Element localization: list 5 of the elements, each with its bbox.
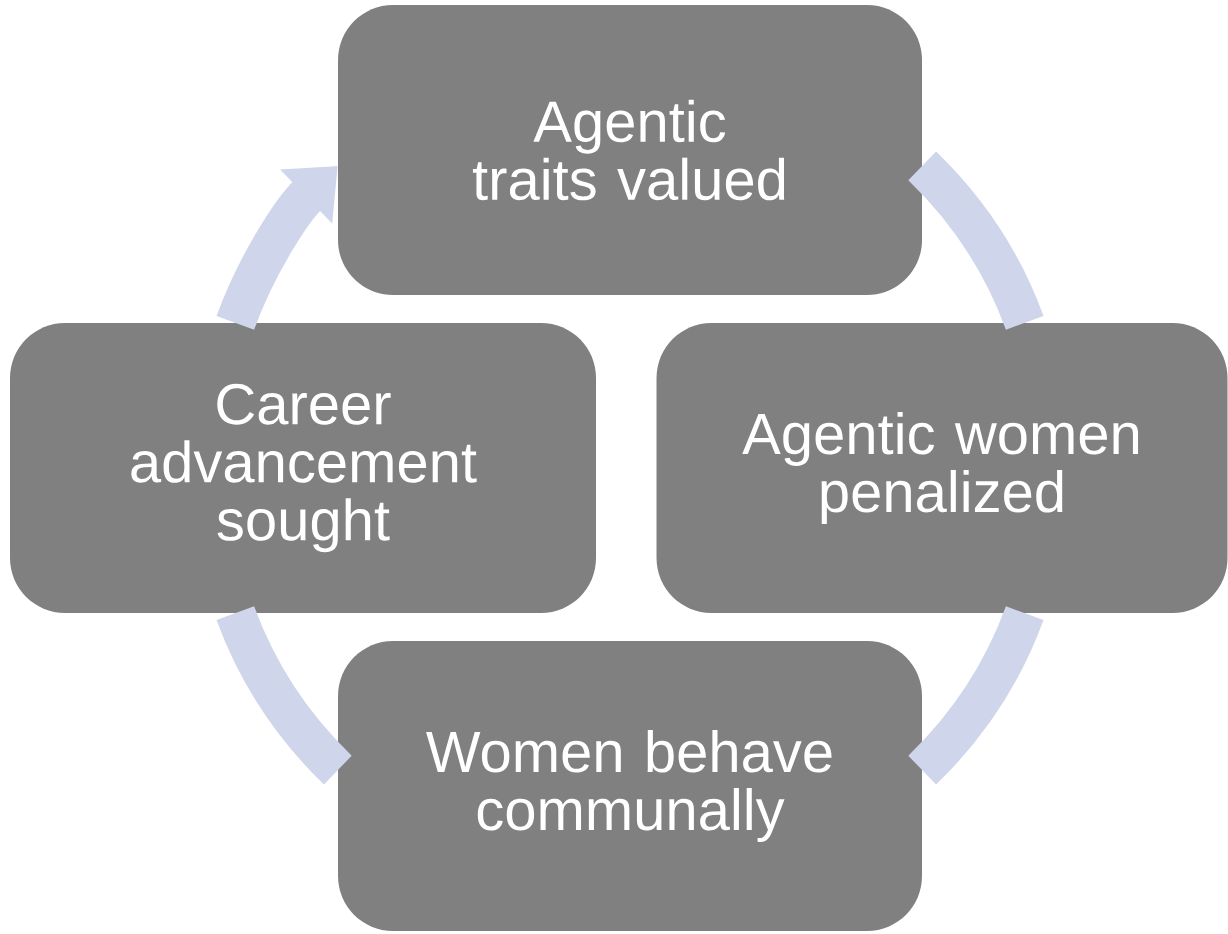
process-box: Agentic traits valued: [338, 5, 922, 295]
process-box: Women behave communally: [338, 641, 922, 931]
process-box: Agentic women penalized: [656, 323, 1228, 613]
process-box: Career advancement sought: [10, 323, 596, 613]
cycle-arrow: [216, 166, 338, 330]
